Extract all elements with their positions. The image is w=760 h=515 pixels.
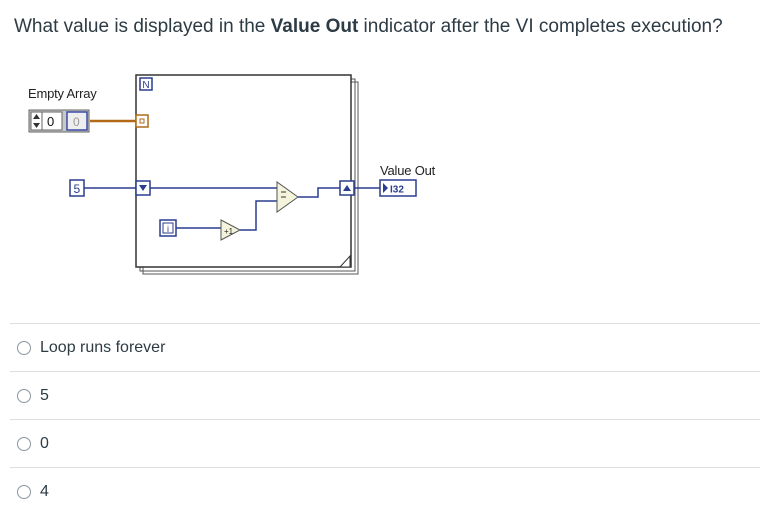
n-terminal-icon	[139, 77, 153, 91]
n-terminal-text: N	[142, 80, 149, 91]
iteration-terminal-inner	[162, 222, 174, 234]
array-element-box	[66, 111, 88, 131]
answer-text-3: 0	[40, 434, 49, 452]
array-index-box	[41, 111, 63, 131]
iteration-terminal-text: i	[167, 224, 169, 234]
increment-function-icon	[220, 219, 242, 241]
diagram-graphics: N 0 0 5 i +1	[28, 74, 417, 275]
indicator-type-text: I32	[390, 185, 404, 196]
value-out-label: Value Out	[380, 163, 436, 178]
comparator-output-wire	[298, 187, 340, 198]
answer-option-2[interactable]: 5	[10, 371, 760, 419]
radio-button-3[interactable]	[17, 436, 31, 451]
spinner-up-icon	[33, 114, 40, 119]
increment-label: +1	[224, 227, 234, 236]
array-index-value: 0	[47, 114, 54, 129]
array-tunnel	[135, 114, 149, 128]
shift-register-down-arrow-icon	[139, 185, 147, 191]
radio-button-4[interactable]	[17, 484, 31, 499]
answer-text-2: 5	[40, 386, 49, 404]
question-bold: Value Out	[270, 16, 359, 37]
indicator-arrow-icon	[383, 183, 388, 193]
answer-list: Loop runs forever 5 0 4	[10, 323, 760, 515]
spinner-down-icon	[33, 123, 40, 128]
increment-wire	[240, 200, 278, 231]
question-text: What value is displayed in the Value Out…	[14, 14, 754, 40]
question-prefix: What value is displayed in the	[14, 16, 271, 37]
answer-text-1: Loop runs forever	[40, 338, 166, 356]
radio-button-2[interactable]	[17, 388, 31, 403]
answer-option-3[interactable]: 0	[10, 419, 760, 467]
array-tunnel-inner	[139, 118, 145, 124]
radio-button-1[interactable]	[17, 340, 31, 355]
comparator-function-icon	[276, 181, 299, 213]
question-suffix: indicator after the VI completes executi…	[358, 16, 723, 37]
answer-option-1[interactable]: Loop runs forever	[10, 323, 760, 371]
labview-block-diagram: N 0 0 5 i +1	[0, 64, 500, 294]
answer-option-4[interactable]: 4	[10, 467, 760, 515]
constant-five-text: 5	[74, 182, 81, 196]
conditional-terminal	[338, 254, 351, 268]
shift-register-up-arrow-icon	[343, 185, 351, 191]
value-out-indicator-box	[379, 179, 417, 197]
answer-text-4: 4	[40, 482, 49, 500]
empty-array-label: Empty Array	[28, 86, 97, 101]
while-loop-frame	[135, 74, 352, 268]
array-element-value: 0	[73, 115, 80, 129]
